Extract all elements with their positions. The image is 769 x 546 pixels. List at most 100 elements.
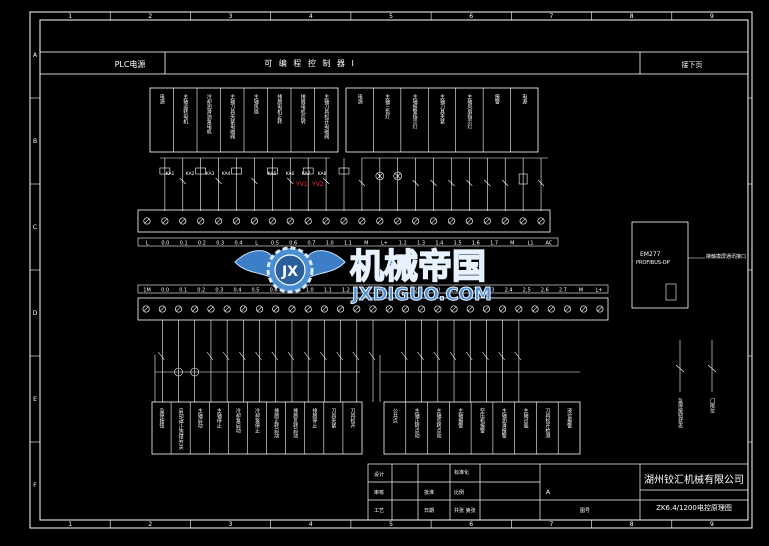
terminal-screw	[401, 305, 409, 313]
input-label: 冷却泵停止	[254, 407, 260, 433]
io-address: 0.2	[197, 288, 205, 294]
company-name: 湖州铰汇机械有限公司	[644, 473, 744, 486]
top-right-label-cells: 电源主轴三色灯主轴报警指示灯主轴刀具夹紧主轴风扇指示灯报警电源	[357, 88, 527, 152]
row-marker: B	[33, 138, 37, 145]
relay-coil	[267, 167, 278, 175]
io-address: 1M	[143, 288, 151, 294]
terminal-screw	[191, 305, 199, 313]
column-marker: 2	[148, 13, 152, 20]
title-row-value-3: 日期	[424, 508, 434, 514]
column-marker: 6	[469, 521, 473, 528]
io-address: 1.7	[490, 241, 498, 247]
watermark-en: JXDIGUO.COM	[350, 284, 492, 305]
io-address: 2M	[414, 288, 422, 294]
input-label: 刀具松开检测	[544, 408, 550, 439]
terminal-screw	[207, 305, 215, 313]
input-label: 排屑反转启动	[292, 407, 298, 439]
lamp-symbol	[375, 171, 385, 181]
io-address: 1.0	[306, 288, 314, 294]
terminal-screw	[519, 217, 527, 225]
io-address: 2.5	[523, 288, 531, 294]
terminal-screw	[369, 305, 377, 313]
io-address: 1.0	[326, 241, 334, 247]
header-right: 接下页	[682, 60, 703, 69]
relay-label: KA3	[206, 171, 215, 177]
terminal-screw	[531, 305, 539, 313]
input-label: 冷却泵启动	[235, 407, 241, 434]
row-marker: E	[33, 396, 37, 403]
output-terminals	[143, 217, 545, 225]
terminal-screw	[482, 305, 490, 313]
column-marker: 9	[710, 521, 714, 528]
terminal-screw	[337, 305, 345, 313]
column-marker: 2	[148, 521, 152, 528]
right-side-contacts	[675, 340, 717, 392]
column-marker: 1	[68, 521, 72, 528]
io-address: L1	[528, 241, 534, 247]
io-address: 0.3	[216, 241, 224, 247]
relay-coil	[231, 167, 242, 175]
terminal-screw	[465, 217, 473, 225]
title-field-2: 比例	[454, 489, 464, 496]
header-middle: 可 编 程 控 制 器 I	[264, 58, 356, 68]
io-address: 1.4	[378, 288, 386, 294]
output-label: 主轴报警指示灯	[412, 93, 418, 130]
input-label: 启动/停止选择开关	[178, 407, 184, 451]
header-bar	[39, 51, 749, 75]
output-label: 报警	[494, 93, 500, 105]
output-label: 排屑电机反转	[300, 93, 306, 125]
io-address: 0.0	[161, 241, 169, 247]
terminal-screw	[376, 217, 384, 225]
column-marker: 1	[68, 13, 72, 20]
input-label: 主轴报警	[457, 407, 463, 429]
input-label: 排屑正转启动	[273, 407, 279, 439]
bottom-left-label-box	[151, 401, 363, 455]
terminal-screw	[340, 217, 348, 225]
terminal-screw	[239, 305, 247, 313]
db9-connector	[665, 283, 677, 301]
input-label: 急停按钮	[159, 407, 165, 429]
terminal-screw	[322, 217, 330, 225]
title-drawing-no: 图号	[580, 508, 590, 514]
io-address: 2.1	[450, 288, 458, 294]
red-mark-1: YV1	[295, 181, 308, 188]
terminal-screw	[174, 305, 183, 313]
relay-label: KA7	[302, 171, 311, 177]
column-marker: 6	[469, 13, 473, 20]
terminal-screw	[223, 305, 231, 313]
terminal-screw	[197, 217, 205, 225]
title-field-1: 标准化	[454, 469, 469, 476]
terminal-screw	[596, 305, 604, 313]
watermark-cn: 机械帝国	[350, 247, 486, 287]
terminal-screw	[499, 305, 507, 313]
column-marker: 3	[229, 13, 233, 20]
terminal-screw	[353, 305, 361, 313]
io-address: 0.5	[252, 288, 260, 294]
title-row-label-2: 审核	[374, 489, 384, 496]
plc-input-address-strip	[137, 284, 609, 294]
io-address: 0.3	[215, 288, 223, 294]
terminal-screw	[215, 217, 223, 225]
terminal-screw	[501, 217, 509, 225]
em277-sub: PROFIBUS-DP	[636, 260, 670, 266]
output-label: 电源	[521, 93, 527, 105]
row-marker: F	[33, 482, 37, 489]
io-address: 0.5	[271, 241, 279, 247]
column-marker: 4	[309, 13, 313, 20]
input-addresses: 1M0.00.10.20.30.40.50.60.71.01.11.21.31.…	[143, 288, 602, 294]
output-label: 主轴风扇指示灯	[466, 93, 472, 130]
column-marker: 8	[630, 13, 634, 20]
input-label: 公共点	[392, 408, 398, 424]
relay-coil	[195, 167, 206, 175]
input-label: 主轴启动	[197, 407, 203, 429]
terminal-screw	[288, 305, 296, 313]
io-address: 0.6	[289, 241, 297, 247]
output-label: 主轴刀具夹紧	[439, 93, 445, 124]
input-label: 主轴正转点动	[414, 407, 420, 439]
input-label: 主轴润滑报警	[501, 407, 507, 439]
terminal-screw	[450, 305, 458, 313]
fuse-symbol	[518, 173, 528, 185]
bottom-right-label-box	[383, 401, 581, 455]
